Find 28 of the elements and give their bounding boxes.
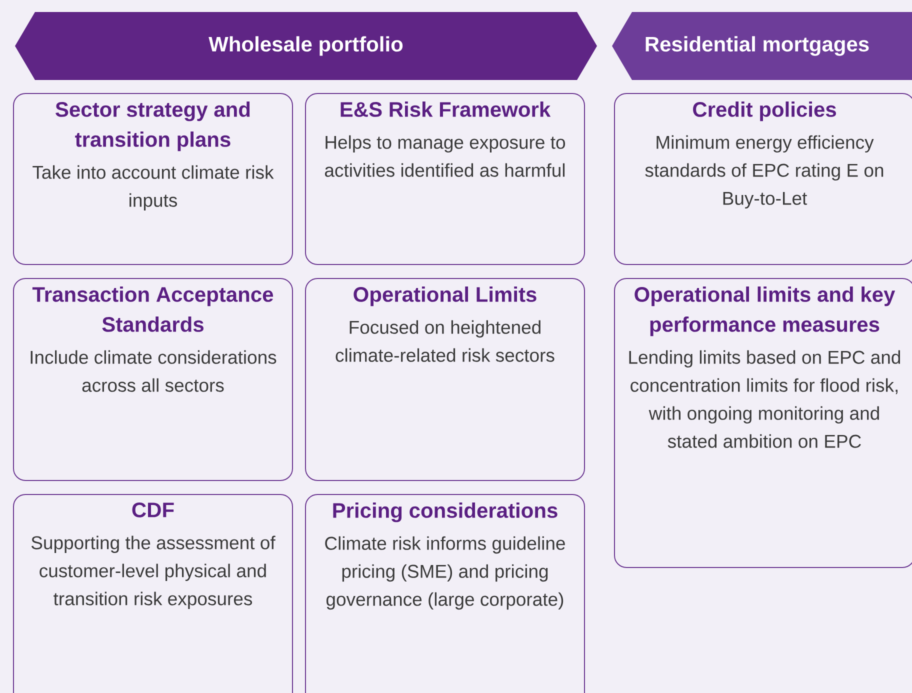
info-box xyxy=(13,278,293,481)
info-box xyxy=(614,93,912,265)
banner xyxy=(612,12,912,80)
box-text: Minimum energy efficiency standards of EPC rating E on Buy-to-Let xyxy=(645,135,884,209)
box-heading: Operational Limits xyxy=(354,286,536,306)
box-text: Helps to manage exposure to activities identified as harmful xyxy=(324,135,566,177)
box-heading: Transaction Acceptance Standards xyxy=(32,286,274,332)
info-box xyxy=(13,494,293,693)
info-box xyxy=(305,93,585,265)
box-heading: CDF xyxy=(132,502,174,518)
box-text: Include climate considerations across all sectors xyxy=(30,350,276,392)
box-text: Focused on heightened climate-related risk sectors xyxy=(336,320,554,362)
banner-text: Wholesale portfolio xyxy=(208,36,403,56)
banner-text: Residential mortgages xyxy=(646,36,869,56)
box-text: Take into account climate risk inputs xyxy=(32,165,274,211)
info-box xyxy=(305,278,585,481)
box-heading: E&S Risk Framework xyxy=(340,102,551,117)
box-heading: Pricing considerations xyxy=(333,502,558,522)
box-text: Climate risk informs guideline pricing (SME) and pricing governance (large corporate) xyxy=(325,536,565,610)
info-box xyxy=(13,93,293,265)
box-heading: Sector strategy and transition plans xyxy=(56,102,250,152)
box-text: Lending limits based on EPC and concentration limits for flood risk, with ongoing monitoring and stated ambition on EPC xyxy=(629,350,900,448)
info-box xyxy=(614,278,912,568)
box-heading: Credit policies xyxy=(693,102,836,122)
banner xyxy=(15,12,597,80)
box-heading: Operational limits and key performance measures xyxy=(634,286,896,336)
box-text: Supporting the assessment of customer-level physical and transition risk exposures xyxy=(31,536,276,609)
info-box xyxy=(305,494,585,693)
